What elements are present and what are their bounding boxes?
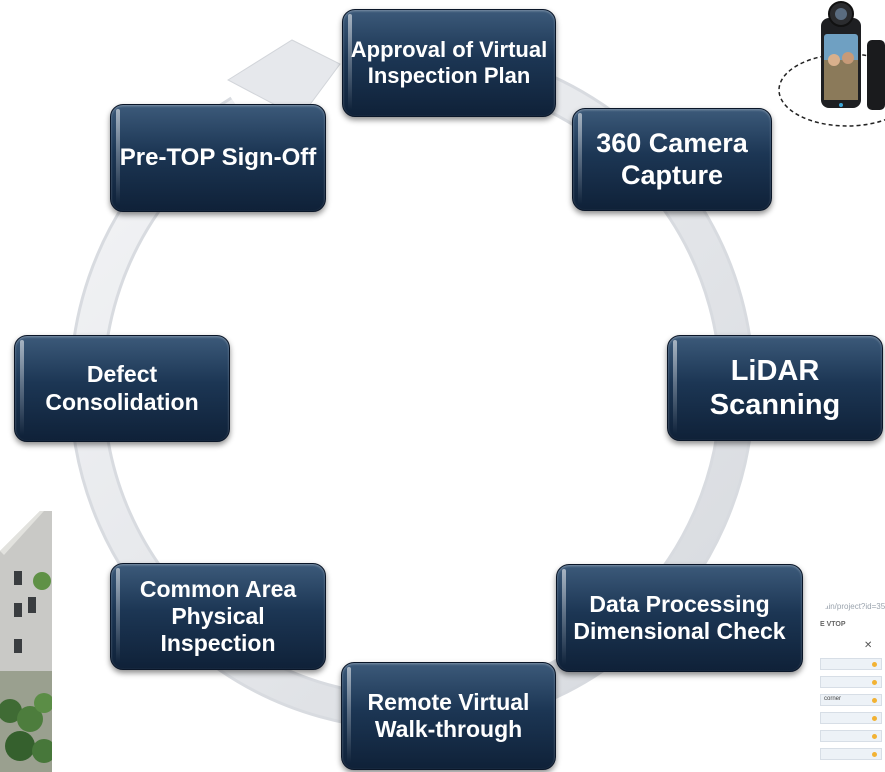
app-title-text: E VTOP — [820, 621, 846, 628]
step-remote-virtual-walk-through: Remote Virtual Walk-through — [341, 662, 556, 770]
step-label: Common Area Physical Inspection — [139, 575, 297, 657]
list-item: corner — [820, 694, 882, 706]
step-label: Defect Consolidation — [45, 361, 199, 415]
camera-photo — [778, 1, 885, 127]
step-label: Pre-TOP Sign-Off — [119, 143, 317, 171]
step-common-area-physical-inspection: Common Area Physical Inspection — [110, 563, 326, 670]
step-label: 360 Camera Capture — [596, 127, 748, 190]
app-url-text: ain/project?id=35 — [824, 602, 885, 611]
list-item — [820, 712, 882, 724]
list-item — [820, 748, 882, 760]
building-photo — [0, 511, 52, 772]
step-pre-top-sign-off: Pre-TOP Sign-Off — [110, 104, 326, 212]
step-approval-of-virtual-inspection-plan: Approval of Virtual Inspection Plan — [342, 9, 556, 117]
close-icon: ✕ — [864, 640, 873, 651]
step-label: Data Processing Dimensional Check — [573, 590, 786, 644]
step-lidar-scanning: LiDAR Scanning — [667, 335, 883, 441]
list-item — [820, 658, 882, 670]
step-label: Approval of Virtual Inspection Plan — [350, 37, 548, 88]
step-label: Remote Virtual Walk-through — [367, 688, 530, 742]
step-defect-consolidation: Defect Consolidation — [14, 335, 230, 442]
step-360-camera-capture: 360 Camera Capture — [572, 108, 772, 211]
app-row-label: corner — [824, 696, 842, 702]
list-item — [820, 730, 882, 742]
app-screenshot: ain/project?id=35 E VTOP ✕ corner — [818, 580, 885, 772]
step-data-processing-dimensional-check: Data Processing Dimensional Check — [556, 564, 803, 672]
step-label: LiDAR Scanning — [709, 354, 841, 421]
list-item — [820, 676, 882, 688]
